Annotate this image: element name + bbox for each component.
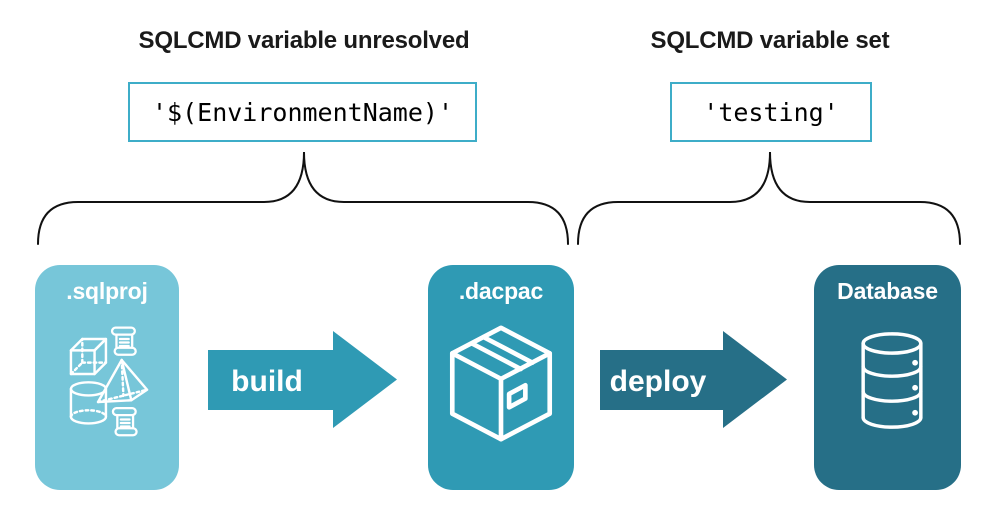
- code-text-set: 'testing': [703, 97, 839, 127]
- brace-right-icon: [577, 151, 961, 245]
- node-sqlproj: .sqlproj: [35, 265, 179, 490]
- heading-sqlcmd-unresolved: SQLCMD variable unresolved: [138, 27, 470, 54]
- code-text-unresolved: '$(EnvironmentName)': [151, 97, 454, 127]
- package-icon: [449, 325, 553, 442]
- node-database-label: Database: [837, 278, 938, 304]
- database-icon: [861, 332, 923, 429]
- deploy-arrow-label: deploy: [610, 365, 707, 398]
- build-arrow-label: build: [231, 365, 303, 398]
- node-database: Database: [814, 265, 961, 490]
- deploy-arrow-shape: [600, 331, 787, 428]
- node-dacpac: .dacpac: [428, 265, 574, 490]
- heading-sqlcmd-set: SQLCMD variable set: [650, 27, 890, 54]
- build-arrow: build: [208, 331, 397, 428]
- cylinder-icon: [69, 381, 108, 425]
- deploy-arrow: deploy: [600, 331, 787, 428]
- pyramid-icon: [96, 358, 149, 404]
- braces-layer: [37, 151, 961, 245]
- node-sqlproj-label: .sqlproj: [66, 278, 148, 304]
- arrows-layer: build deploy: [208, 331, 787, 428]
- node-dacpac-label: .dacpac: [458, 278, 544, 304]
- cube-icon: [69, 337, 108, 376]
- brace-left-icon: [37, 151, 569, 245]
- build-arrow-shape: [208, 331, 397, 428]
- code-box-set: 'testing': [670, 82, 872, 142]
- code-box-unresolved: '$(EnvironmentName)': [128, 82, 477, 142]
- sql-project-objects-icon: [69, 326, 149, 437]
